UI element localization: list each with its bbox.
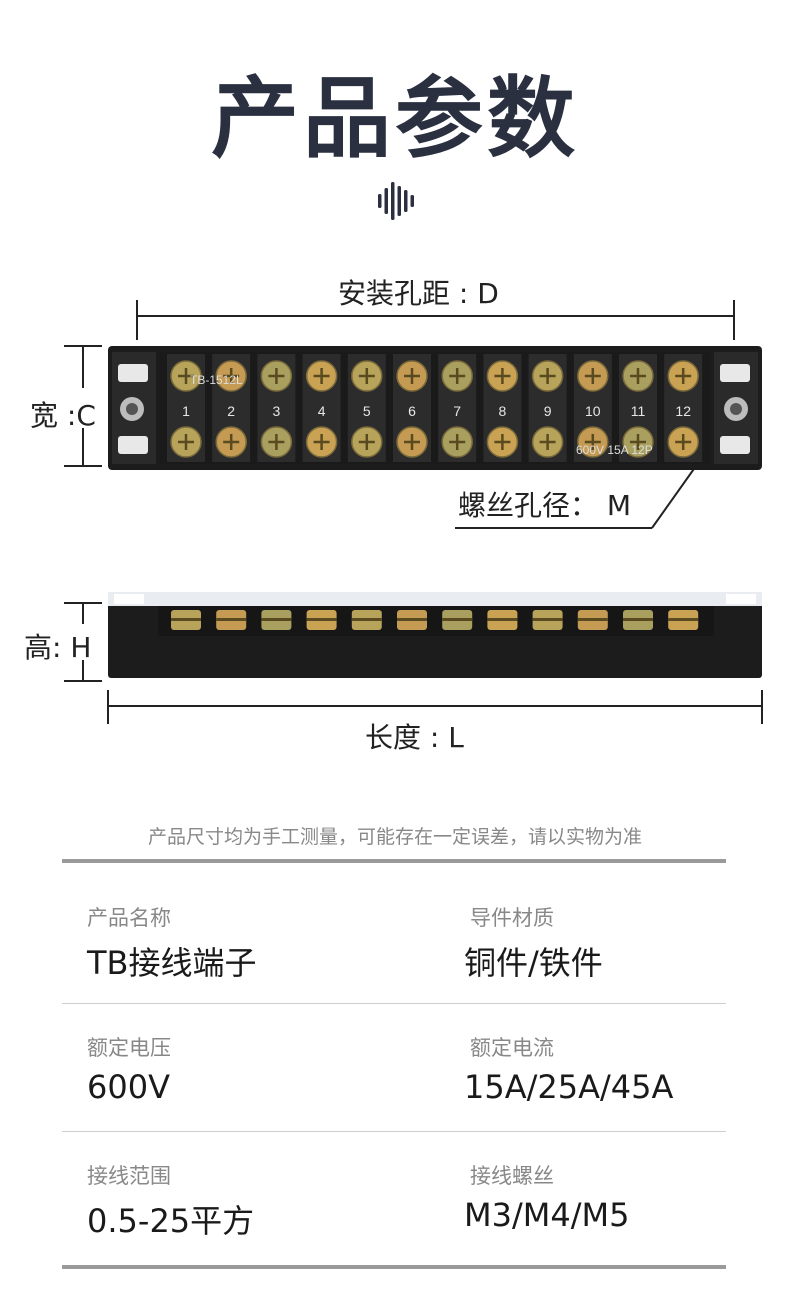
mount-end-right <box>714 352 758 464</box>
side-screw-slot <box>487 618 518 621</box>
screw-slot <box>539 434 556 450</box>
terminal-number: 12 <box>675 403 691 419</box>
screw-slot <box>268 434 285 450</box>
screw-slot <box>178 434 194 450</box>
screw-slot <box>449 368 466 384</box>
screw-slot <box>630 368 646 384</box>
screw-hole-label: 螺丝孔径： M <box>458 489 632 522</box>
terminal-number: 4 <box>318 403 326 419</box>
width-label: 宽 :C <box>30 399 96 432</box>
spec-label-wiring-range: 接线范围 <box>87 1164 171 1188</box>
screw-slot <box>584 368 601 384</box>
terminal-number: 7 <box>453 403 461 419</box>
spec-value-rated-voltage: 600V <box>87 1068 170 1106</box>
side-screw-slot <box>216 618 247 621</box>
divider-row-1 <box>62 1003 726 1004</box>
spec-value-wiring-screw: M3/M4/M5 <box>464 1196 630 1234</box>
terminal-number: 11 <box>631 403 646 419</box>
page-title: 产品参数 <box>210 67 579 170</box>
terminal-number: 5 <box>363 403 371 419</box>
divider-row-2 <box>62 1131 726 1132</box>
spec-label-material: 导件材质 <box>470 906 554 930</box>
screw-slot <box>539 368 556 384</box>
screw-slot <box>404 368 420 384</box>
screw-slot <box>584 434 601 450</box>
spec-value-rated-current: 15A/25A/45A <box>464 1068 674 1106</box>
spec-value-material: 铜件/铁件 <box>464 944 603 982</box>
spec-label-rated-current: 额定电流 <box>470 1036 554 1060</box>
divider-bottom <box>62 1265 726 1269</box>
side-screw-slot <box>306 618 337 621</box>
terminal-number: 2 <box>227 403 235 419</box>
divider-top <box>62 859 726 863</box>
side-screw-slot <box>351 618 382 621</box>
side-screw-slot <box>442 618 473 621</box>
screw-slot <box>313 368 330 384</box>
spec-value-product-name: TB接线端子 <box>87 944 257 982</box>
side-screw-slot <box>668 618 699 621</box>
screw-slot <box>313 434 330 450</box>
model-label: TB-1512L <box>190 373 243 387</box>
side-screw-slot <box>532 618 563 621</box>
screw-slot <box>494 368 511 384</box>
terminal-block-side-view <box>108 592 762 678</box>
screw-slot <box>675 434 692 450</box>
screw-slot <box>358 434 375 450</box>
height-label: 高: H <box>24 631 92 664</box>
terminal-number: 8 <box>499 403 507 419</box>
side-screw-slot <box>623 618 653 621</box>
screw-slot <box>268 368 285 384</box>
spec-value-wiring-range: 0.5-25平方 <box>87 1202 255 1240</box>
side-screw-slot <box>171 618 201 621</box>
measurement-note: 产品尺寸均为手工测量，可能存在一定误差，请以实物为准 <box>147 826 642 848</box>
mount-hole-distance-label: 安装孔距 : D <box>338 277 499 310</box>
terminal-number: 9 <box>544 403 552 419</box>
terminal-number: 6 <box>408 403 416 419</box>
screw-slot <box>358 368 375 384</box>
terminal-number: 10 <box>585 403 601 419</box>
screw-slot <box>630 434 646 450</box>
spec-label-wiring-screw: 接线螺丝 <box>470 1164 554 1188</box>
spec-label-product-name: 产品名称 <box>87 906 171 930</box>
side-screw-slot <box>397 618 427 621</box>
rating-label: 600V 15A 12P <box>576 443 653 457</box>
screw-slot <box>404 434 420 450</box>
screw-slot <box>449 434 466 450</box>
length-label: 长度 : L <box>365 721 464 754</box>
screw-slot <box>223 368 240 384</box>
side-screw-slot <box>577 618 608 621</box>
screw-slot <box>675 368 692 384</box>
dimension-lines <box>64 300 763 724</box>
spec-label-rated-voltage: 额定电压 <box>87 1036 171 1060</box>
screw-slot <box>223 434 240 450</box>
screw-slot <box>178 368 194 384</box>
sound-wave-icon <box>378 182 414 220</box>
mount-end-left <box>112 352 156 464</box>
side-screw-slot <box>261 618 292 621</box>
terminal-number: 1 <box>182 403 190 419</box>
screw-slot <box>494 434 511 450</box>
terminal-number: 3 <box>273 403 281 419</box>
